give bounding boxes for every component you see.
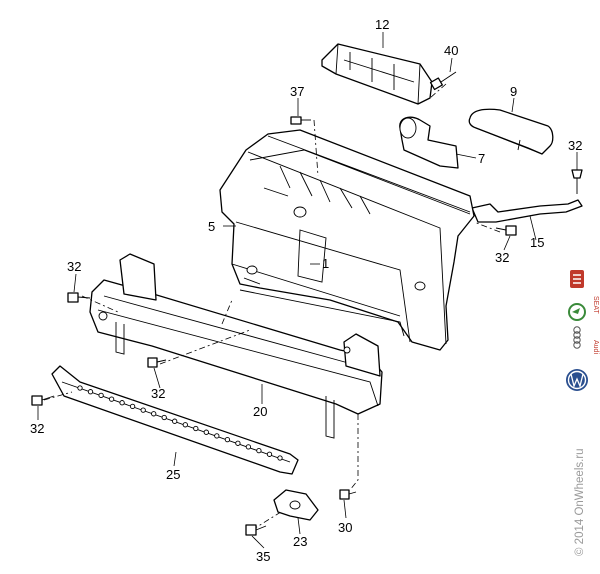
- callout-35: 35: [256, 549, 270, 564]
- part-32d-bolt: [147, 357, 167, 368]
- absorber-hole: [266, 451, 273, 457]
- absorber-hole: [172, 418, 178, 424]
- part-23-bracket: [273, 489, 319, 521]
- absorber-hole: [129, 403, 136, 410]
- seat-text: SEAT: [592, 296, 599, 314]
- part-32a-bolt: [571, 169, 583, 194]
- part-5-front-carrier: [219, 129, 475, 351]
- callout-40: 40: [444, 43, 458, 58]
- audi-logo: [573, 326, 581, 349]
- callout-15: 15: [530, 235, 544, 250]
- leader-lines: [37, 32, 578, 549]
- part-7-sensor: [399, 116, 459, 169]
- absorber-hole: [151, 411, 157, 417]
- part-15-bracket: [471, 199, 583, 223]
- part-37-bolt: [290, 116, 311, 125]
- skoda-logo: [568, 303, 586, 321]
- absorber-hole: [203, 429, 209, 435]
- assembly-lines: [43, 83, 501, 531]
- callout-32e: 32: [30, 421, 44, 436]
- absorber-hole: [235, 440, 241, 446]
- absorber-hole: [140, 407, 146, 413]
- part-32c-bolt: [67, 292, 91, 303]
- part-32b-bolt: [495, 225, 517, 236]
- callouts: 12 40 37 9 32 7 5 15 32 1 32 32 20 32 25…: [30, 17, 582, 564]
- part-12-air-guide: [321, 43, 433, 105]
- callout-32b: 32: [495, 250, 509, 265]
- absorber-hole: [277, 455, 283, 461]
- callout-1: 1: [322, 256, 329, 271]
- absorber-hole: [108, 396, 115, 402]
- audi-text: Audi: [592, 340, 599, 354]
- callout-7: 7: [478, 151, 485, 166]
- callout-25: 25: [166, 467, 180, 482]
- absorber-hole: [182, 422, 188, 428]
- part-30-bolt: [339, 489, 357, 500]
- part-25-absorber: [51, 365, 299, 475]
- absorber-hole: [77, 385, 83, 391]
- absorber-hole: [256, 447, 262, 454]
- part-20-beam: [89, 253, 383, 439]
- absorber-hole: [214, 433, 220, 439]
- vw-logo: [566, 369, 588, 391]
- part-40-bolt: [429, 71, 457, 91]
- callout-12: 12: [375, 17, 389, 32]
- absorber-hole: [98, 392, 104, 399]
- absorber-hole: [87, 389, 94, 395]
- absorber-hole: [224, 436, 231, 443]
- callout-32a: 32: [568, 138, 582, 153]
- callout-30: 30: [338, 520, 352, 535]
- callout-37: 37: [290, 84, 304, 99]
- part-9-cover: [468, 108, 554, 155]
- part-35-bolt: [245, 524, 267, 536]
- absorber-hole: [245, 444, 252, 450]
- absorber-hole: [161, 414, 167, 421]
- callout-23: 23: [293, 534, 307, 549]
- callout-20: 20: [253, 404, 267, 419]
- copyright-watermark: © 2014 OnWheels.ru: [574, 448, 586, 556]
- seat-logo: [570, 270, 584, 288]
- callout-32d: 32: [151, 386, 165, 401]
- callout-5: 5: [208, 219, 215, 234]
- brand-logos: SEAT Audi: [566, 270, 599, 391]
- callout-9: 9: [510, 84, 517, 99]
- absorber-hole: [119, 400, 125, 406]
- callout-32c: 32: [67, 259, 81, 274]
- part-32e-bolt: [31, 395, 55, 406]
- absorber-hole: [193, 425, 199, 432]
